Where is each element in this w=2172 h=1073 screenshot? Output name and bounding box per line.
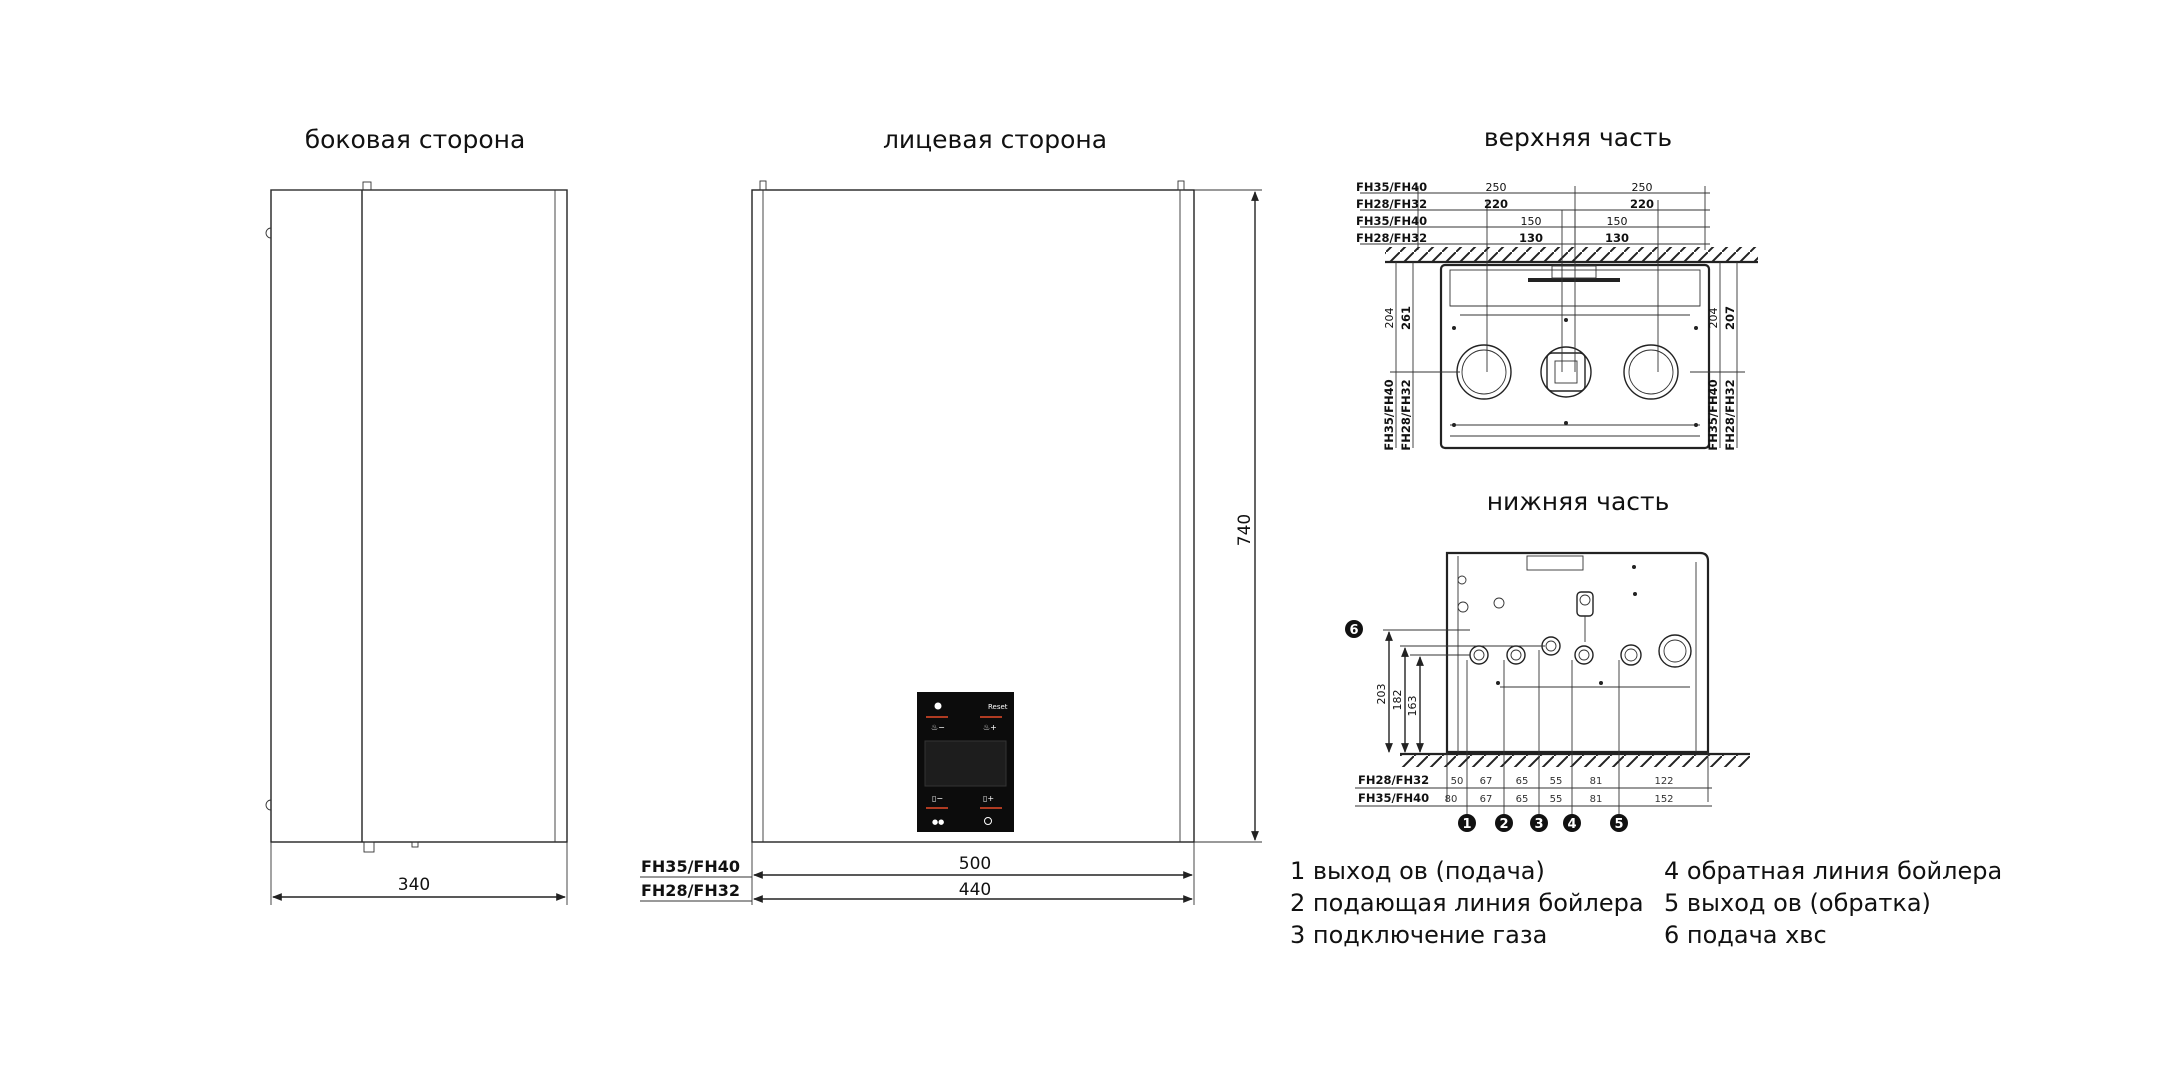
display-screen	[924, 740, 1007, 787]
top-view: FH35/FH40 FH28/FH32 FH35/FH40 FH28/FH32 …	[1356, 180, 1758, 451]
bottom-row-model: FH35/FH40	[1358, 791, 1429, 805]
front-model-1: FH35/FH40	[641, 857, 740, 876]
bottom-row-value: 65	[1516, 776, 1529, 787]
bottom-row-value: 65	[1516, 794, 1529, 805]
bottom-dim-182: 182	[1391, 690, 1404, 711]
reset-label: Reset	[988, 703, 1008, 711]
temp-plus-icon: ♨+	[983, 723, 997, 732]
top-row-right: 250	[1632, 181, 1653, 194]
front-width-440: 440	[959, 880, 991, 900]
front-view-title: лицевая сторона	[883, 125, 1107, 154]
top-row-left: 130	[1519, 231, 1543, 245]
mode-icon: ●●	[932, 818, 944, 826]
bottom-dim-203: 203	[1375, 684, 1388, 705]
legend: 1 выход ов (подача) 2 подающая линия бой…	[1290, 857, 2002, 949]
temp-minus-icon: ♨−	[931, 723, 945, 732]
bottom-row-value: 67	[1480, 776, 1493, 787]
top-view-title: верхняя часть	[1484, 123, 1672, 152]
marker-5: 5	[1614, 817, 1623, 832]
bottom-row-model: FH28/FH32	[1358, 773, 1429, 787]
bottom-row-value: 55	[1550, 776, 1563, 787]
top-row-model: FH28/FH32	[1356, 231, 1427, 245]
bottom-row-value: 81	[1590, 794, 1603, 805]
legend-item: 2 подающая линия бойлера	[1290, 889, 1644, 917]
marker-3: 3	[1534, 817, 1543, 832]
menu-icon	[984, 817, 992, 825]
side-view-title: боковая сторона	[305, 125, 526, 154]
top-row-right: 220	[1630, 197, 1654, 211]
front-model-2: FH28/FH32	[641, 881, 740, 900]
front-height-dim: 740	[1235, 514, 1255, 546]
legend-item: 5 выход ов (обратка)	[1664, 889, 1931, 917]
marker-2: 2	[1499, 817, 1508, 832]
top-row-left: 150	[1521, 215, 1542, 228]
bottom-row-value: 80	[1445, 794, 1458, 805]
top-row-right: 150	[1607, 215, 1628, 228]
legend-item: 3 подключение газа	[1290, 921, 1547, 949]
bottom-view-title: нижняя часть	[1487, 487, 1670, 516]
top-row-model: FH35/FH40	[1356, 214, 1427, 228]
side-view: 340	[265, 181, 568, 905]
bottom-row-value: 152	[1654, 794, 1673, 805]
front-view: 740 FH35/FH40 FH28/FH32 500 440 Reset ♨−…	[640, 180, 1262, 905]
bottom-row-value: 50	[1451, 776, 1464, 787]
top-dim-table: FH35/FH40 FH28/FH32 FH35/FH40 FH28/FH32 …	[1356, 180, 1654, 245]
control-panel: Reset ♨− ♨+ ▯− ▯+ ●●	[917, 692, 1014, 832]
marker-1: 1	[1462, 817, 1471, 832]
dhw-minus-icon: ▯−	[932, 794, 943, 803]
legend-item: 1 выход ов (подача)	[1290, 857, 1545, 885]
marker-4: 4	[1567, 817, 1576, 832]
bottom-view: 203 182 163 6 FH28/FH32 FH35/FH40 50 67 …	[1345, 551, 1750, 832]
top-row-right: 130	[1605, 231, 1629, 245]
bottom-row-value: 122	[1654, 776, 1673, 787]
top-right-dim-204: 204	[1707, 308, 1720, 329]
top-right-model-2: FH28/FH32	[1723, 379, 1737, 450]
side-width-dim: 340	[398, 875, 430, 895]
power-icon	[934, 702, 942, 710]
legend-item: 4 обратная линия бойлера	[1664, 857, 2002, 885]
top-right-dim-207: 207	[1723, 306, 1737, 330]
bottom-row-value: 81	[1590, 776, 1603, 787]
top-left-dim-261: 261	[1399, 306, 1413, 330]
legend-item: 6 подача хвс	[1664, 921, 1827, 949]
top-left-model-1: FH35/FH40	[1382, 379, 1396, 450]
bottom-row-value: 67	[1480, 794, 1493, 805]
top-left-dim-204: 204	[1383, 308, 1396, 329]
top-left-model-2: FH28/FH32	[1399, 379, 1413, 450]
top-row-model: FH28/FH32	[1356, 197, 1427, 211]
top-right-model-1: FH35/FH40	[1706, 379, 1720, 450]
marker-6: 6	[1349, 623, 1358, 638]
bottom-dim-table: FH28/FH32 FH35/FH40 50 67 65 55 81 122 8…	[1358, 773, 1674, 805]
front-width-500: 500	[959, 854, 991, 874]
bottom-dim-163: 163	[1406, 696, 1419, 717]
dhw-plus-icon: ▯+	[983, 794, 994, 803]
top-row-left: 220	[1484, 197, 1508, 211]
top-row-left: 250	[1486, 181, 1507, 194]
bottom-row-value: 55	[1550, 794, 1563, 805]
top-row-model: FH35/FH40	[1356, 180, 1427, 194]
